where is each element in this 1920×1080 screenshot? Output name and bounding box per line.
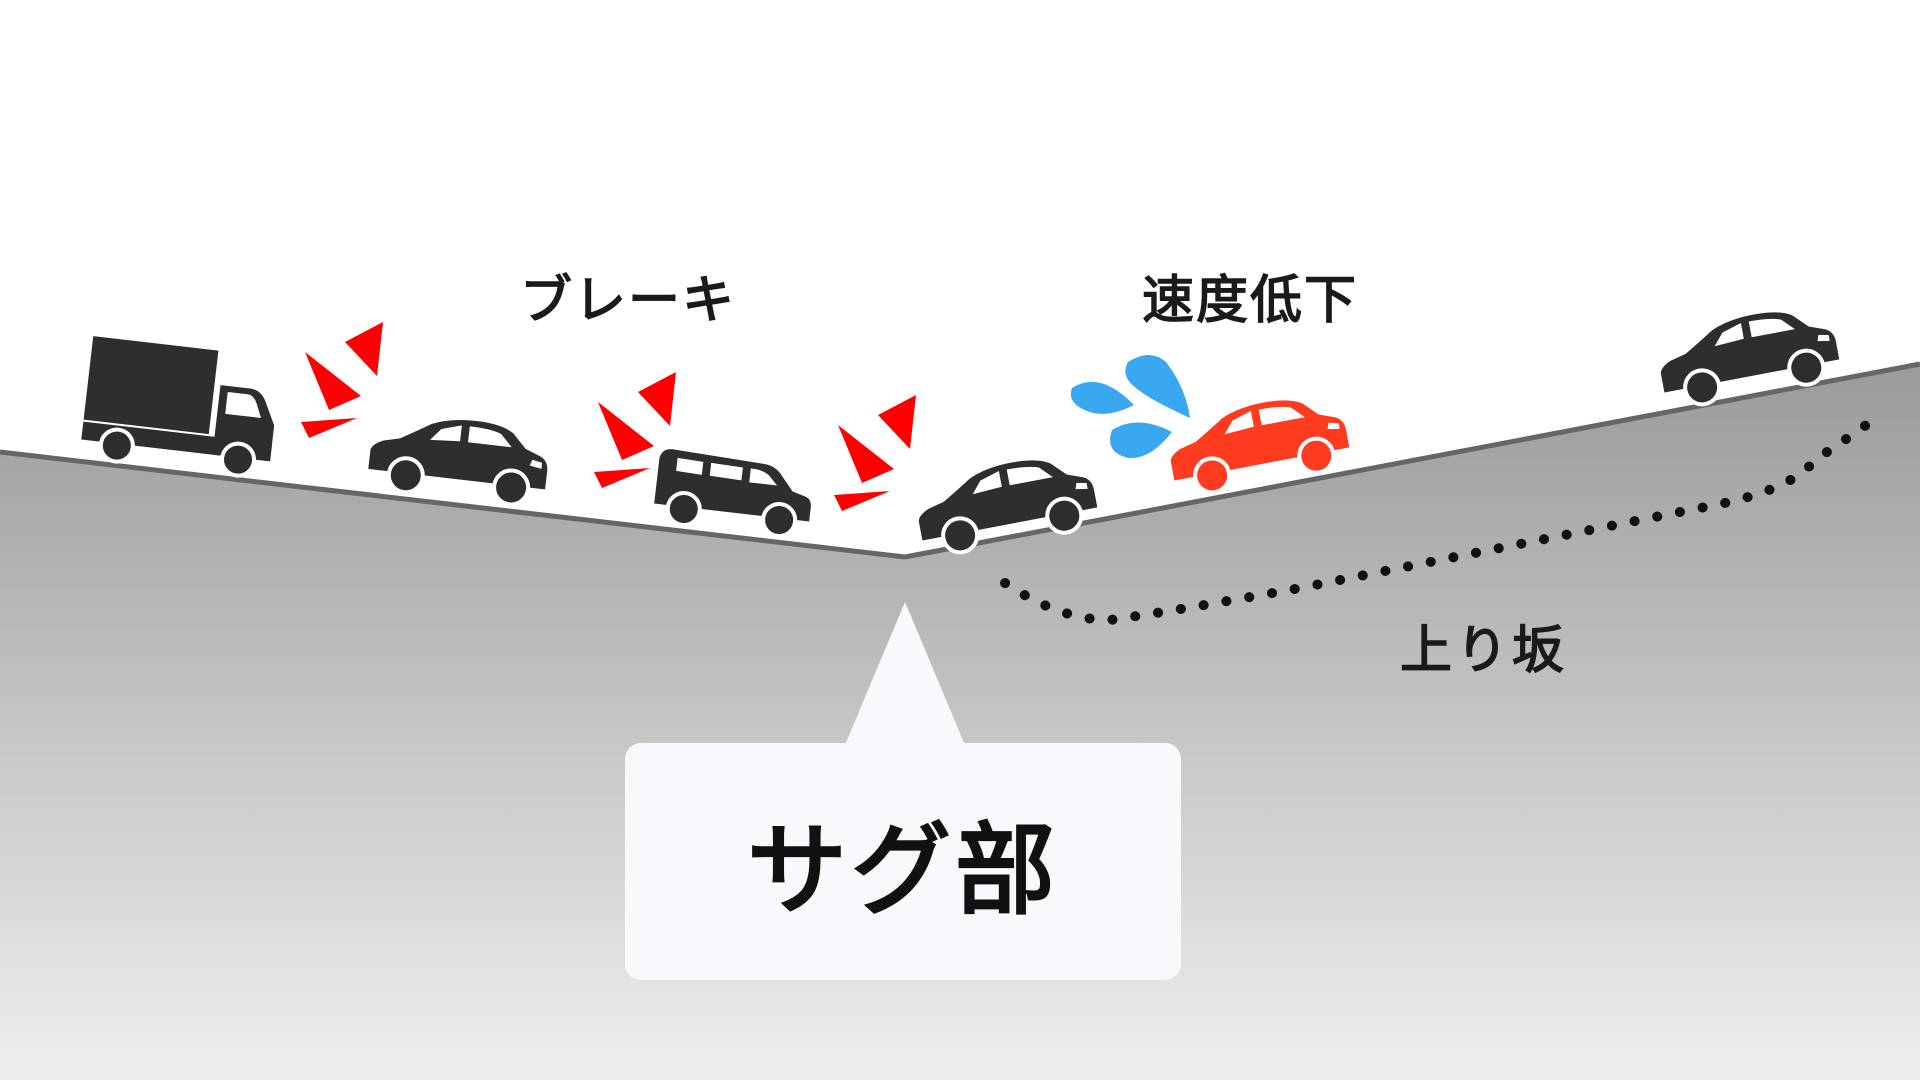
brake-marks-icon bbox=[834, 395, 916, 511]
dotted-arrow-icon bbox=[1000, 417, 1875, 626]
sag-label: サグ部 bbox=[747, 812, 1059, 929]
speed-drop-label: 速度低下 bbox=[1142, 271, 1359, 331]
ground bbox=[0, 364, 1920, 1080]
truck-icon bbox=[77, 334, 284, 482]
road-surface-line bbox=[0, 361, 1920, 560]
sweat-drops-icon bbox=[1070, 355, 1190, 459]
car-icon bbox=[654, 449, 811, 539]
brake-marks-icon bbox=[301, 322, 383, 438]
car-icon bbox=[364, 407, 554, 511]
uphill-label: 上り坂 bbox=[1400, 621, 1569, 681]
callout-pointer bbox=[845, 602, 965, 745]
brake-label: ブレーキ bbox=[520, 271, 737, 331]
sag-callout: サグ部 bbox=[625, 743, 1181, 980]
